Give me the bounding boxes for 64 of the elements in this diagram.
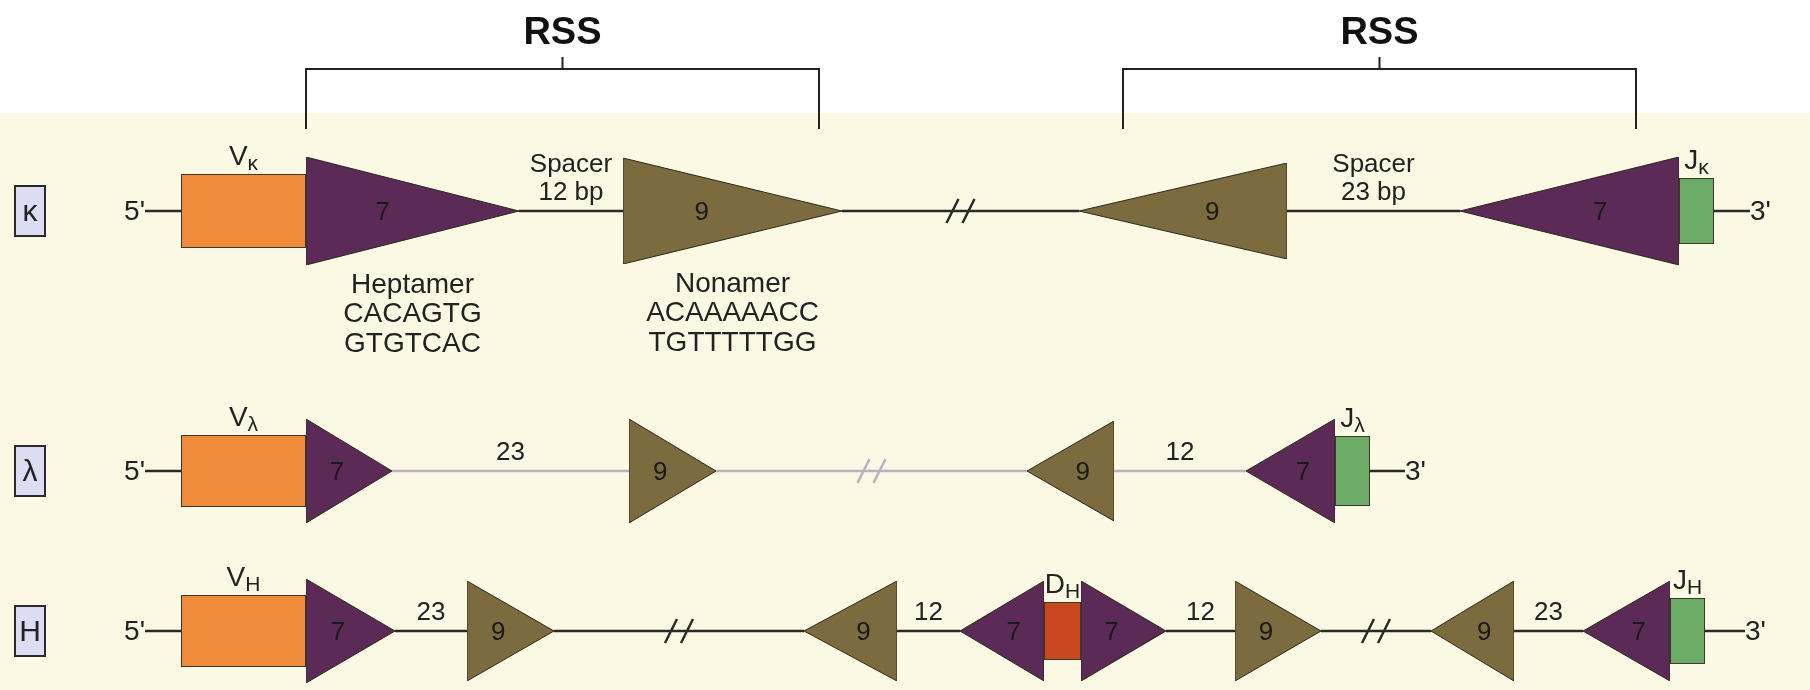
segment-number: 9	[856, 618, 871, 644]
segment-number: 9	[1204, 198, 1220, 224]
dna-strand	[840, 197, 1081, 225]
segment-number: 9	[1258, 618, 1274, 644]
chain-label: κ	[14, 185, 46, 237]
segment-number: 7	[1631, 618, 1646, 644]
strand-end-label: 5'	[100, 613, 145, 649]
dna-strand	[1166, 629, 1235, 633]
dna-strand	[1287, 209, 1460, 213]
strand-end-label: 5'	[100, 453, 145, 489]
segment-number: 9	[653, 458, 668, 484]
segment-label: J$_{κ}$	[1684, 146, 1709, 174]
segment-number: 7	[1592, 198, 1608, 224]
dna-strand	[714, 457, 1029, 485]
chain-label: λ	[14, 445, 46, 497]
edge-label: 23	[495, 437, 526, 465]
dna-strand	[1714, 209, 1750, 213]
dna-strand	[1514, 629, 1583, 633]
consensus-sequence: CACAGTG GTGTCAC	[343, 298, 482, 358]
segment-label: V$_{H}$	[226, 563, 261, 591]
strand-end-label: 3'	[1405, 453, 1450, 489]
segment-number: 7	[1104, 618, 1119, 644]
strand-end-label: 5'	[100, 193, 145, 229]
segment-number: 9	[694, 198, 710, 224]
edge-label: Spacer 23 bp	[1331, 150, 1416, 205]
element-name: Nonamer	[674, 268, 791, 298]
dna-strand	[395, 629, 467, 633]
segment-number: 7	[1295, 458, 1311, 484]
segment-label: J$_{λ}$	[1340, 404, 1365, 432]
segment-label: D$_{H}$	[1044, 570, 1081, 598]
element-name: Heptamer	[351, 269, 474, 299]
edge-label: 23	[415, 597, 447, 625]
segment-number: 9	[1476, 618, 1492, 644]
dna-strand	[392, 469, 629, 473]
segment-label: V$_{λ}$	[228, 403, 259, 431]
dna-strand	[897, 629, 960, 633]
dna-strand	[145, 629, 181, 633]
segment-label: J$_{H}$	[1672, 566, 1703, 594]
strand-end-label: 3'	[1745, 613, 1790, 649]
segment-number: 7	[329, 458, 345, 484]
segment-number: 9	[491, 618, 506, 644]
segment-number: 7	[330, 618, 346, 644]
segment-number: 7	[1006, 618, 1021, 644]
dna-strand	[145, 469, 181, 473]
consensus-sequence: ACAAAAACC TGTTTTTGG	[646, 297, 819, 357]
dna-strand	[145, 209, 181, 213]
dna-strand	[552, 617, 806, 645]
dna-strand	[1114, 469, 1246, 473]
edge-label: 12	[1185, 597, 1216, 625]
dna-strand	[1319, 617, 1433, 645]
edge-label: Spacer 12 bp	[528, 150, 614, 205]
segment-number: 9	[1075, 458, 1090, 484]
dna-strand	[1370, 469, 1405, 473]
dna-strand	[519, 209, 623, 213]
edge-label: 12	[913, 597, 944, 625]
region-label: RSS	[1340, 12, 1419, 50]
strand-end-label: 3'	[1750, 193, 1795, 229]
chain-label: H	[14, 605, 46, 657]
dna-strand	[1705, 629, 1745, 633]
region-label: RSS	[523, 12, 602, 50]
segment-label: V$_{κ}$	[228, 142, 259, 170]
segment-number: 7	[375, 198, 390, 224]
edge-label: 12	[1164, 437, 1196, 465]
edge-label: 23	[1533, 597, 1564, 625]
